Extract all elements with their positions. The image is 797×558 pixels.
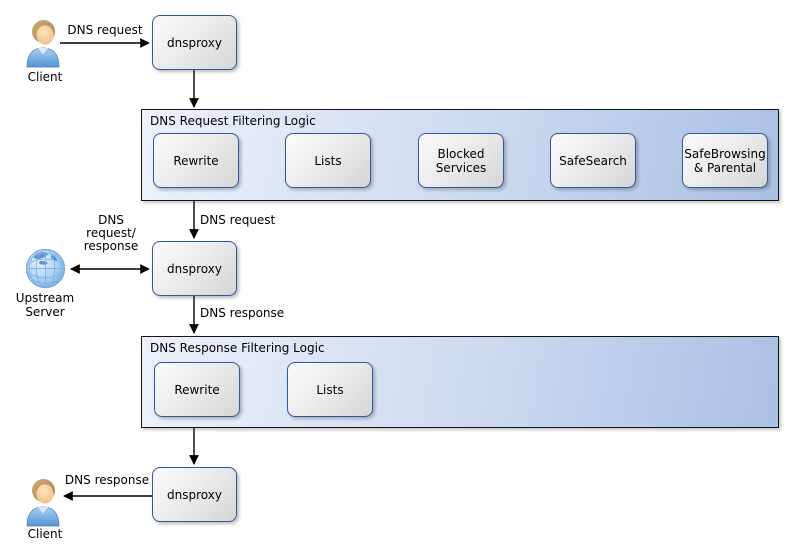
dnsproxy-middle-label: dnsproxy (167, 261, 222, 276)
upstream-server-label: Upstream Server (15, 291, 75, 319)
stage-safesearch: SafeSearch (550, 133, 636, 188)
stage-lists-response-label: Lists (316, 382, 344, 397)
client-icon-bottom (26, 479, 60, 527)
dnsproxy-top-label: dnsproxy (167, 35, 222, 50)
edge-label-dns-request-mid: DNS request (200, 213, 276, 227)
response-pipeline-container: DNS Response Filtering Logic (141, 336, 779, 428)
dnsproxy-bottom-label: dnsproxy (167, 487, 222, 502)
stage-lists-request-label: Lists (314, 153, 342, 168)
stage-lists-response: Lists (287, 362, 373, 417)
upstream-server-icon (25, 248, 66, 289)
edge-label-dns-response-bottom: DNS response (64, 473, 150, 487)
request-pipeline-title: DNS Request Filtering Logic (150, 114, 316, 128)
stage-rewrite-response-label: Rewrite (174, 382, 220, 397)
dnsproxy-node-middle: dnsproxy (152, 241, 237, 296)
stage-rewrite-request-label: Rewrite (173, 153, 219, 168)
stage-rewrite-request: Rewrite (153, 133, 239, 188)
stage-lists-request: Lists (285, 133, 371, 188)
edge-label-dns-response-mid: DNS response (200, 306, 285, 320)
stage-rewrite-response: Rewrite (154, 362, 240, 417)
edge-label-upstream-exchange: DNS request/ response (83, 213, 139, 253)
response-pipeline-title: DNS Response Filtering Logic (150, 341, 325, 355)
stage-blocked-services-label: Blocked Services (435, 146, 487, 175)
client-bottom-label: Client (27, 527, 63, 541)
edge-label-client-request: DNS request (67, 23, 143, 37)
stage-blocked-services: Blocked Services (418, 133, 504, 188)
dnsproxy-node-bottom: dnsproxy (152, 467, 237, 522)
client-top-label: Client (27, 70, 63, 84)
client-icon-top (26, 20, 60, 68)
stage-safebrowsing-parental: SafeBrowsing & Parental (682, 133, 768, 188)
dnsproxy-node-top: dnsproxy (152, 15, 237, 70)
stage-safesearch-label: SafeSearch (559, 153, 627, 168)
stage-safebrowsing-parental-label: SafeBrowsing & Parental (684, 146, 766, 175)
